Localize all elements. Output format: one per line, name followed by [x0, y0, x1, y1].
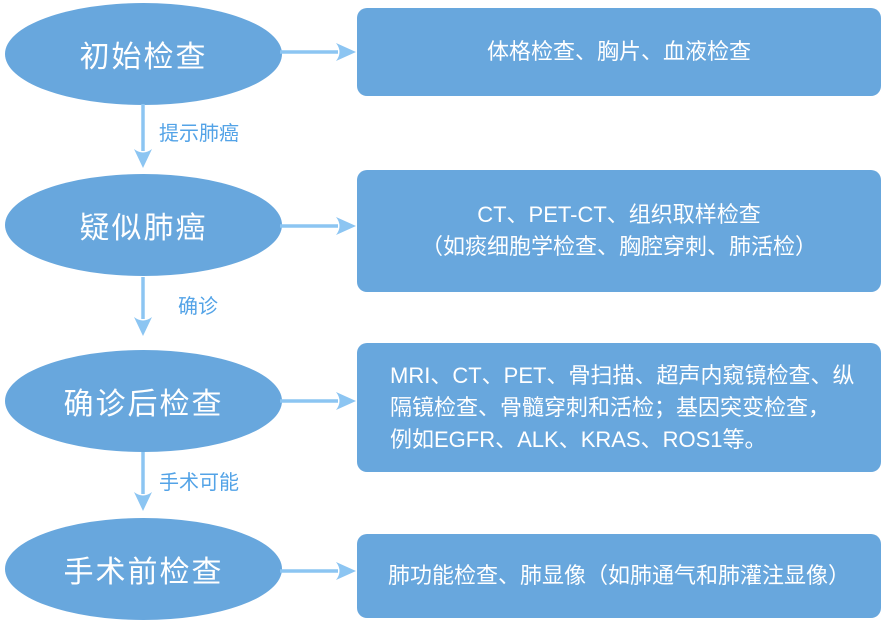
stage-ellipse-post-diagnosis-exam: 确诊后检查: [5, 350, 282, 452]
detail-line: MRI、CT、PET、骨扫描、超声内窥镜检查、纵: [390, 362, 855, 388]
connector-label-diagnosis-confirmed: 确诊: [178, 296, 218, 318]
stage-label: 手术前检查: [63, 556, 224, 589]
stage-ellipse-initial-exam: 初始检查: [5, 3, 282, 105]
detail-line: CT、PET-CT、组织取样检查: [477, 202, 761, 227]
connector-label-surgery-possible: 手术可能: [159, 472, 239, 494]
down-arrow-icon: [134, 104, 152, 168]
connector-label-suggests-lung-cancer: 提示肺癌: [159, 123, 239, 145]
right-arrow-icon: [280, 43, 356, 61]
detail-line: 例如EGFR、ALK、KRAS、ROS1等。: [390, 426, 767, 452]
right-arrow-icon: [280, 562, 356, 580]
detail-box-suspected-lung-cancer: CT、PET-CT、组织取样检查 （如痰细胞学检查、胸腔穿刺、肺活检）: [357, 170, 881, 292]
detail-line: 肺功能检查、肺显像（如肺通气和肺灌注显像）: [387, 563, 850, 588]
stage-label: 确诊后检查: [63, 388, 224, 421]
stage-ellipse-pre-surgery-exam: 手术前检查: [5, 518, 282, 620]
stage-label: 初始检查: [79, 41, 208, 74]
right-arrow-icon: [280, 217, 356, 235]
right-arrow-icon: [280, 392, 356, 410]
stage-label: 疑似肺癌: [79, 212, 208, 245]
detail-line: 隔镜检查、骨髓穿刺和活检；基因突变检查，: [390, 394, 831, 420]
detail-line: （如痰细胞学检查、胸腔穿刺、肺活检）: [420, 234, 817, 259]
detail-box-post-diagnosis-exam: MRI、CT、PET、骨扫描、超声内窥镜检查、纵 隔镜检查、骨髓穿刺和活检；基因…: [357, 343, 881, 472]
down-arrow-icon: [134, 277, 152, 336]
detail-box-initial-exam: 体格检查、胸片、血液检查: [357, 8, 881, 96]
detail-line: 体格检查、胸片、血液检查: [486, 39, 751, 64]
down-arrow-icon: [134, 452, 152, 511]
detail-box-pre-surgery-exam: 肺功能检查、肺显像（如肺通气和肺灌注显像）: [357, 534, 881, 618]
stage-ellipse-suspected-lung-cancer: 疑似肺癌: [5, 174, 282, 276]
